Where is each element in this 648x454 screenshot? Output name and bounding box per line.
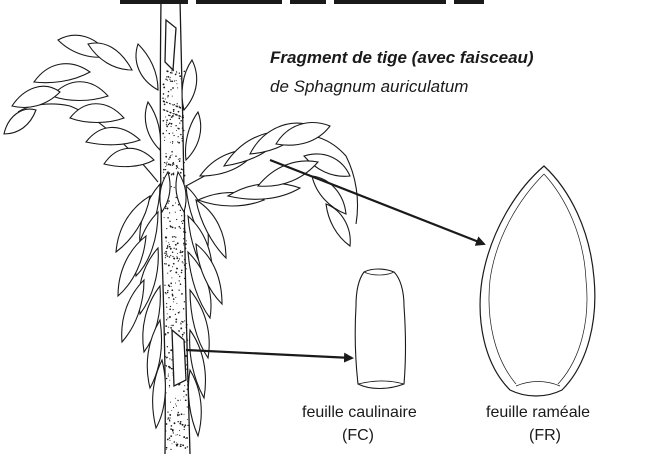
branch-leaf-abbreviation: (FR) (529, 427, 561, 445)
top-cut-text (120, 0, 484, 4)
stem-leaf-label: feuille caulinaire (302, 404, 417, 422)
lower-leaf-cluster (116, 172, 226, 436)
stem-leaf-fc (355, 269, 405, 389)
branch-leaf-label: feuille raméale (486, 404, 590, 422)
figure-subtitle: de Sphagnum auriculatum (270, 77, 468, 97)
arrow-to-stem-leaf (186, 350, 352, 358)
stem-texture (162, 69, 188, 450)
figure-title: Fragment de tige (avec faisceau) (270, 48, 534, 68)
stem-leaf-abbreviation: (FC) (342, 427, 374, 445)
branch-leaf-fr (480, 166, 595, 396)
left-branch (4, 35, 158, 182)
